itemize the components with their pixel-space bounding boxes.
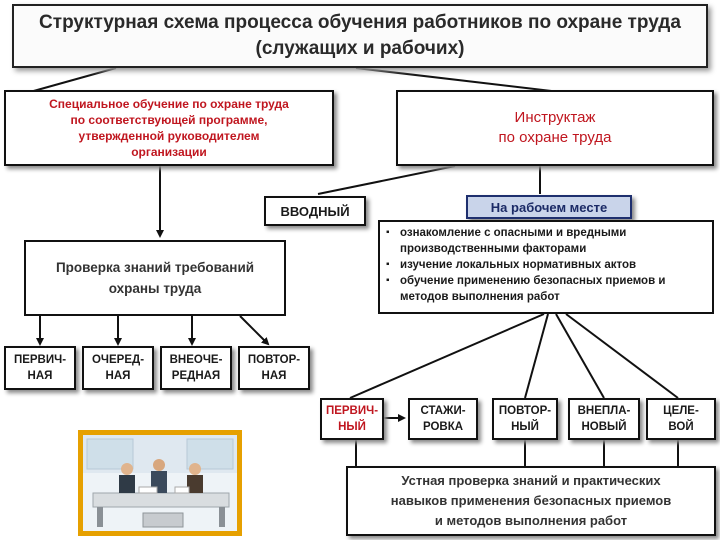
- briefing-type-target: ЦЕЛЕ- ВОЙ: [646, 398, 716, 440]
- knowledge-check-box: Проверка знаний требований охраны труда: [24, 240, 286, 316]
- office-meeting-illustration: [78, 430, 242, 536]
- workplace-items-list: ознакомление с опасными и вредными произ…: [378, 220, 714, 314]
- workplace-pill: На рабочем месте: [466, 195, 632, 219]
- title-to-special-line: [29, 67, 117, 93]
- briefing-to-intro-line: [317, 165, 456, 195]
- briefing-type-unplanned: ВНЕПЛА- НОВЫЙ: [568, 398, 640, 440]
- fan-repeat-line: [524, 313, 549, 399]
- check-type-regular: ОЧЕРЕД- НАЯ: [82, 346, 154, 390]
- workplace-item: ознакомление с опасными и вредными произ…: [386, 225, 704, 257]
- check-type-label: ПОВТОР-: [247, 354, 301, 366]
- workplace-item: обучение применению безопасных приемов и…: [386, 273, 704, 305]
- briefing-line-1: Инструктаж: [514, 109, 596, 126]
- special-training-line-3: утвержденной руководителем: [78, 129, 260, 143]
- title-line-1: Структурная схема процесса обучения рабо…: [39, 12, 681, 33]
- check-type-label: РЕДНАЯ: [171, 370, 221, 382]
- meeting-scene-image: [83, 435, 237, 531]
- briefing-line-2: по охране труда: [498, 129, 612, 146]
- check-type-label: НАЯ: [27, 370, 53, 382]
- fan-primary-line: [349, 313, 545, 399]
- briefing-type-label: ПОВТОР-: [498, 405, 552, 417]
- check-type-label: ПЕРВИЧ-: [13, 354, 67, 366]
- oral-check-line-3: и методов выполнения работ: [434, 513, 628, 528]
- check-type-extraordinary: ВНЕОЧЕ- РЕДНАЯ: [160, 346, 232, 390]
- check-type-label: НАЯ: [261, 370, 287, 382]
- briefing-type-label: НЫЙ: [511, 421, 539, 433]
- knowledge-check-line-1: Проверка знаний требований: [55, 260, 255, 275]
- title-line-2: (служащих и рабочих): [255, 38, 465, 59]
- oral-check-box: Устная проверка знаний и практических на…: [346, 466, 716, 536]
- check-to-repeat-arrow: [239, 315, 270, 346]
- briefing-box: Инструктаж по охране труда: [396, 90, 714, 166]
- check-type-repeat: ПОВТОР- НАЯ: [238, 346, 310, 390]
- knowledge-check-line-2: охраны труда: [108, 281, 202, 296]
- oral-check-line-2: навыков применения безопасных приемов: [390, 493, 672, 508]
- fan-target-line: [565, 313, 679, 399]
- special-training-line-4: организации: [131, 145, 207, 159]
- fan-unplanned-line: [555, 313, 605, 399]
- diagram-title: Структурная схема процесса обучения рабо…: [12, 4, 708, 68]
- check-type-label: НАЯ: [105, 370, 131, 382]
- briefing-type-repeat: ПОВТОР- НЫЙ: [492, 398, 558, 440]
- briefing-type-label: ПЕРВИЧ-: [325, 405, 379, 417]
- special-training-box: Специальное обучение по охране труда по …: [4, 90, 334, 166]
- oral-check-line-1: Устная проверка знаний и практических: [401, 473, 661, 488]
- briefing-type-label: НЫЙ: [338, 421, 366, 433]
- check-type-label: ВНЕОЧЕ-: [169, 354, 223, 366]
- special-training-line-2: по соответствующей программе,: [70, 113, 268, 127]
- workplace-item: изучение локальных нормативных актов: [386, 257, 704, 273]
- introductory-box: ВВОДНЫЙ: [264, 196, 366, 226]
- check-type-primary: ПЕРВИЧ- НАЯ: [4, 346, 76, 390]
- check-type-label: ОЧЕРЕД-: [91, 354, 145, 366]
- briefing-type-label: СТАЖИ-: [420, 405, 466, 417]
- briefing-type-internship: СТАЖИ- РОВКА: [408, 398, 478, 440]
- briefing-type-label: ВОЙ: [668, 421, 694, 433]
- briefing-type-primary: ПЕРВИЧ- НЫЙ: [320, 398, 384, 440]
- briefing-type-label: РОВКА: [422, 421, 464, 433]
- briefing-type-label: НОВЫЙ: [581, 421, 627, 433]
- briefing-type-label: ЦЕЛЕ-: [663, 405, 699, 417]
- title-to-briefing-line: [355, 67, 561, 93]
- special-training-line-1: Специальное обучение по охране труда: [49, 97, 289, 111]
- briefing-type-label: ВНЕПЛА-: [577, 405, 631, 417]
